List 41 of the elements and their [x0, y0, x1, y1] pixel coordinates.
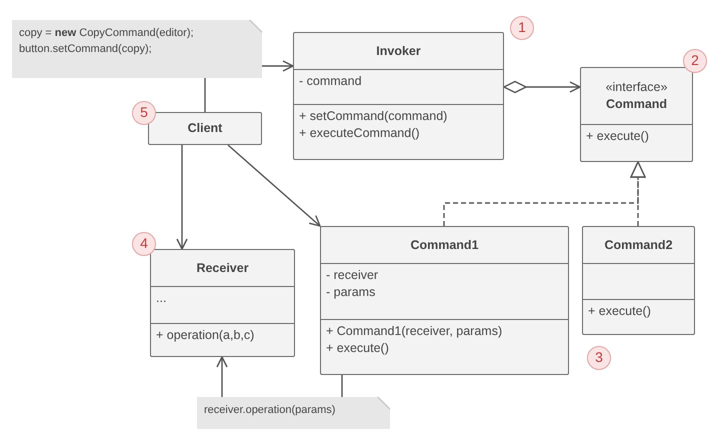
connector-line: [341, 375, 343, 397]
attribute-text: - params: [326, 284, 376, 301]
code-note: [12, 20, 262, 78]
note-text: receiver.operation(params): [204, 403, 336, 418]
callout-number: 4: [132, 232, 156, 256]
callout-number: 5: [132, 101, 156, 125]
arrow: [262, 60, 294, 72]
class-name: Command2: [604, 236, 673, 254]
class-name: Receiver: [196, 260, 249, 276]
method-text: + Command1(receiver, params): [326, 323, 502, 340]
class-name: Command1: [410, 236, 479, 254]
attribute-text: - command: [299, 73, 362, 90]
callout-number: 2: [683, 49, 707, 73]
method-text: + execute(): [588, 303, 651, 320]
arrow: [216, 356, 228, 397]
code-note: [197, 397, 390, 429]
note-text: copy = new CopyCommand(editor); button.setCommand(copy);: [19, 26, 195, 57]
aggregation-arrow: [503, 80, 581, 94]
class-box: [150, 249, 295, 357]
method-text: + executeCommand(): [299, 125, 420, 142]
method-text: + execute(): [326, 340, 389, 357]
attribute-text: ...: [156, 290, 166, 307]
connector-line: [204, 78, 206, 112]
class-box: [580, 67, 693, 162]
callout-number: 3: [587, 346, 611, 370]
method-text: + operation(a,b,c): [156, 327, 254, 344]
class-name: Invoker: [376, 42, 421, 60]
arrow: [176, 145, 188, 250]
class-box: [293, 32, 504, 160]
class-name: Client: [188, 120, 222, 136]
class-name: Command: [606, 96, 668, 113]
method-text: + setCommand(command): [299, 108, 448, 125]
class-box: [320, 226, 569, 375]
class-box: [148, 112, 262, 145]
class-box: [582, 226, 695, 335]
method-text: + execute(): [586, 128, 649, 145]
arrow: [228, 144, 321, 227]
stereotype-text: «interface»: [606, 79, 668, 96]
realization-arrow: [630, 161, 646, 226]
attribute-text: - receiver: [326, 267, 378, 284]
callout-number: 1: [510, 16, 534, 40]
